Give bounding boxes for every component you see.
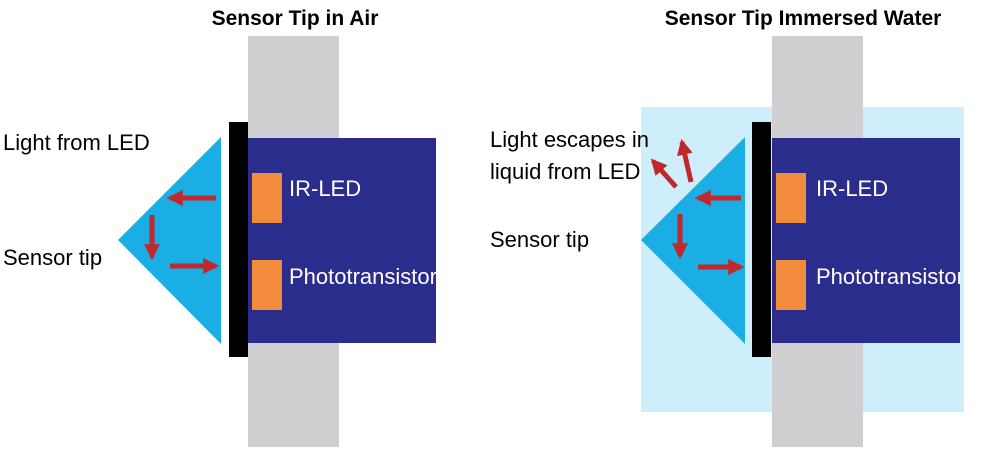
left-ir-led xyxy=(252,173,282,223)
left-barrier xyxy=(229,122,248,357)
left-title: Sensor Tip in Air xyxy=(212,7,379,30)
right-sensor-label: Sensor tip xyxy=(490,227,589,252)
left-pcb xyxy=(248,138,436,343)
left-phototransistor xyxy=(252,260,282,310)
left-panel: Sensor Tip in Air IR-LED Phototransistor… xyxy=(3,7,437,447)
right-ir-led-label: IR-LED xyxy=(816,176,888,201)
right-escape-label-line1: Light escapes in xyxy=(490,127,649,152)
right-title: Sensor Tip Immersed Water xyxy=(665,7,942,30)
right-sensor-tip-prism xyxy=(641,137,745,344)
right-arrow-escape-left xyxy=(650,158,678,189)
right-pcb xyxy=(772,138,960,343)
right-barrier xyxy=(752,122,771,357)
left-ir-led-label: IR-LED xyxy=(289,176,361,201)
right-phototransistor xyxy=(776,260,806,310)
left-sensor-tip-prism xyxy=(118,137,221,344)
left-phototransistor-label: Phototransistor xyxy=(289,264,437,289)
left-sensor-label: Sensor tip xyxy=(3,245,102,270)
right-arrow-escape-up xyxy=(677,138,694,183)
right-panel: Sensor Tip Immersed Water IR-LED Phototr… xyxy=(490,7,964,447)
left-light-label: Light from LED xyxy=(3,130,150,155)
right-ir-led xyxy=(776,173,806,223)
right-phototransistor-label: Phototransistor xyxy=(816,264,964,289)
right-escape-label-line2: liquid from LED xyxy=(490,159,640,184)
